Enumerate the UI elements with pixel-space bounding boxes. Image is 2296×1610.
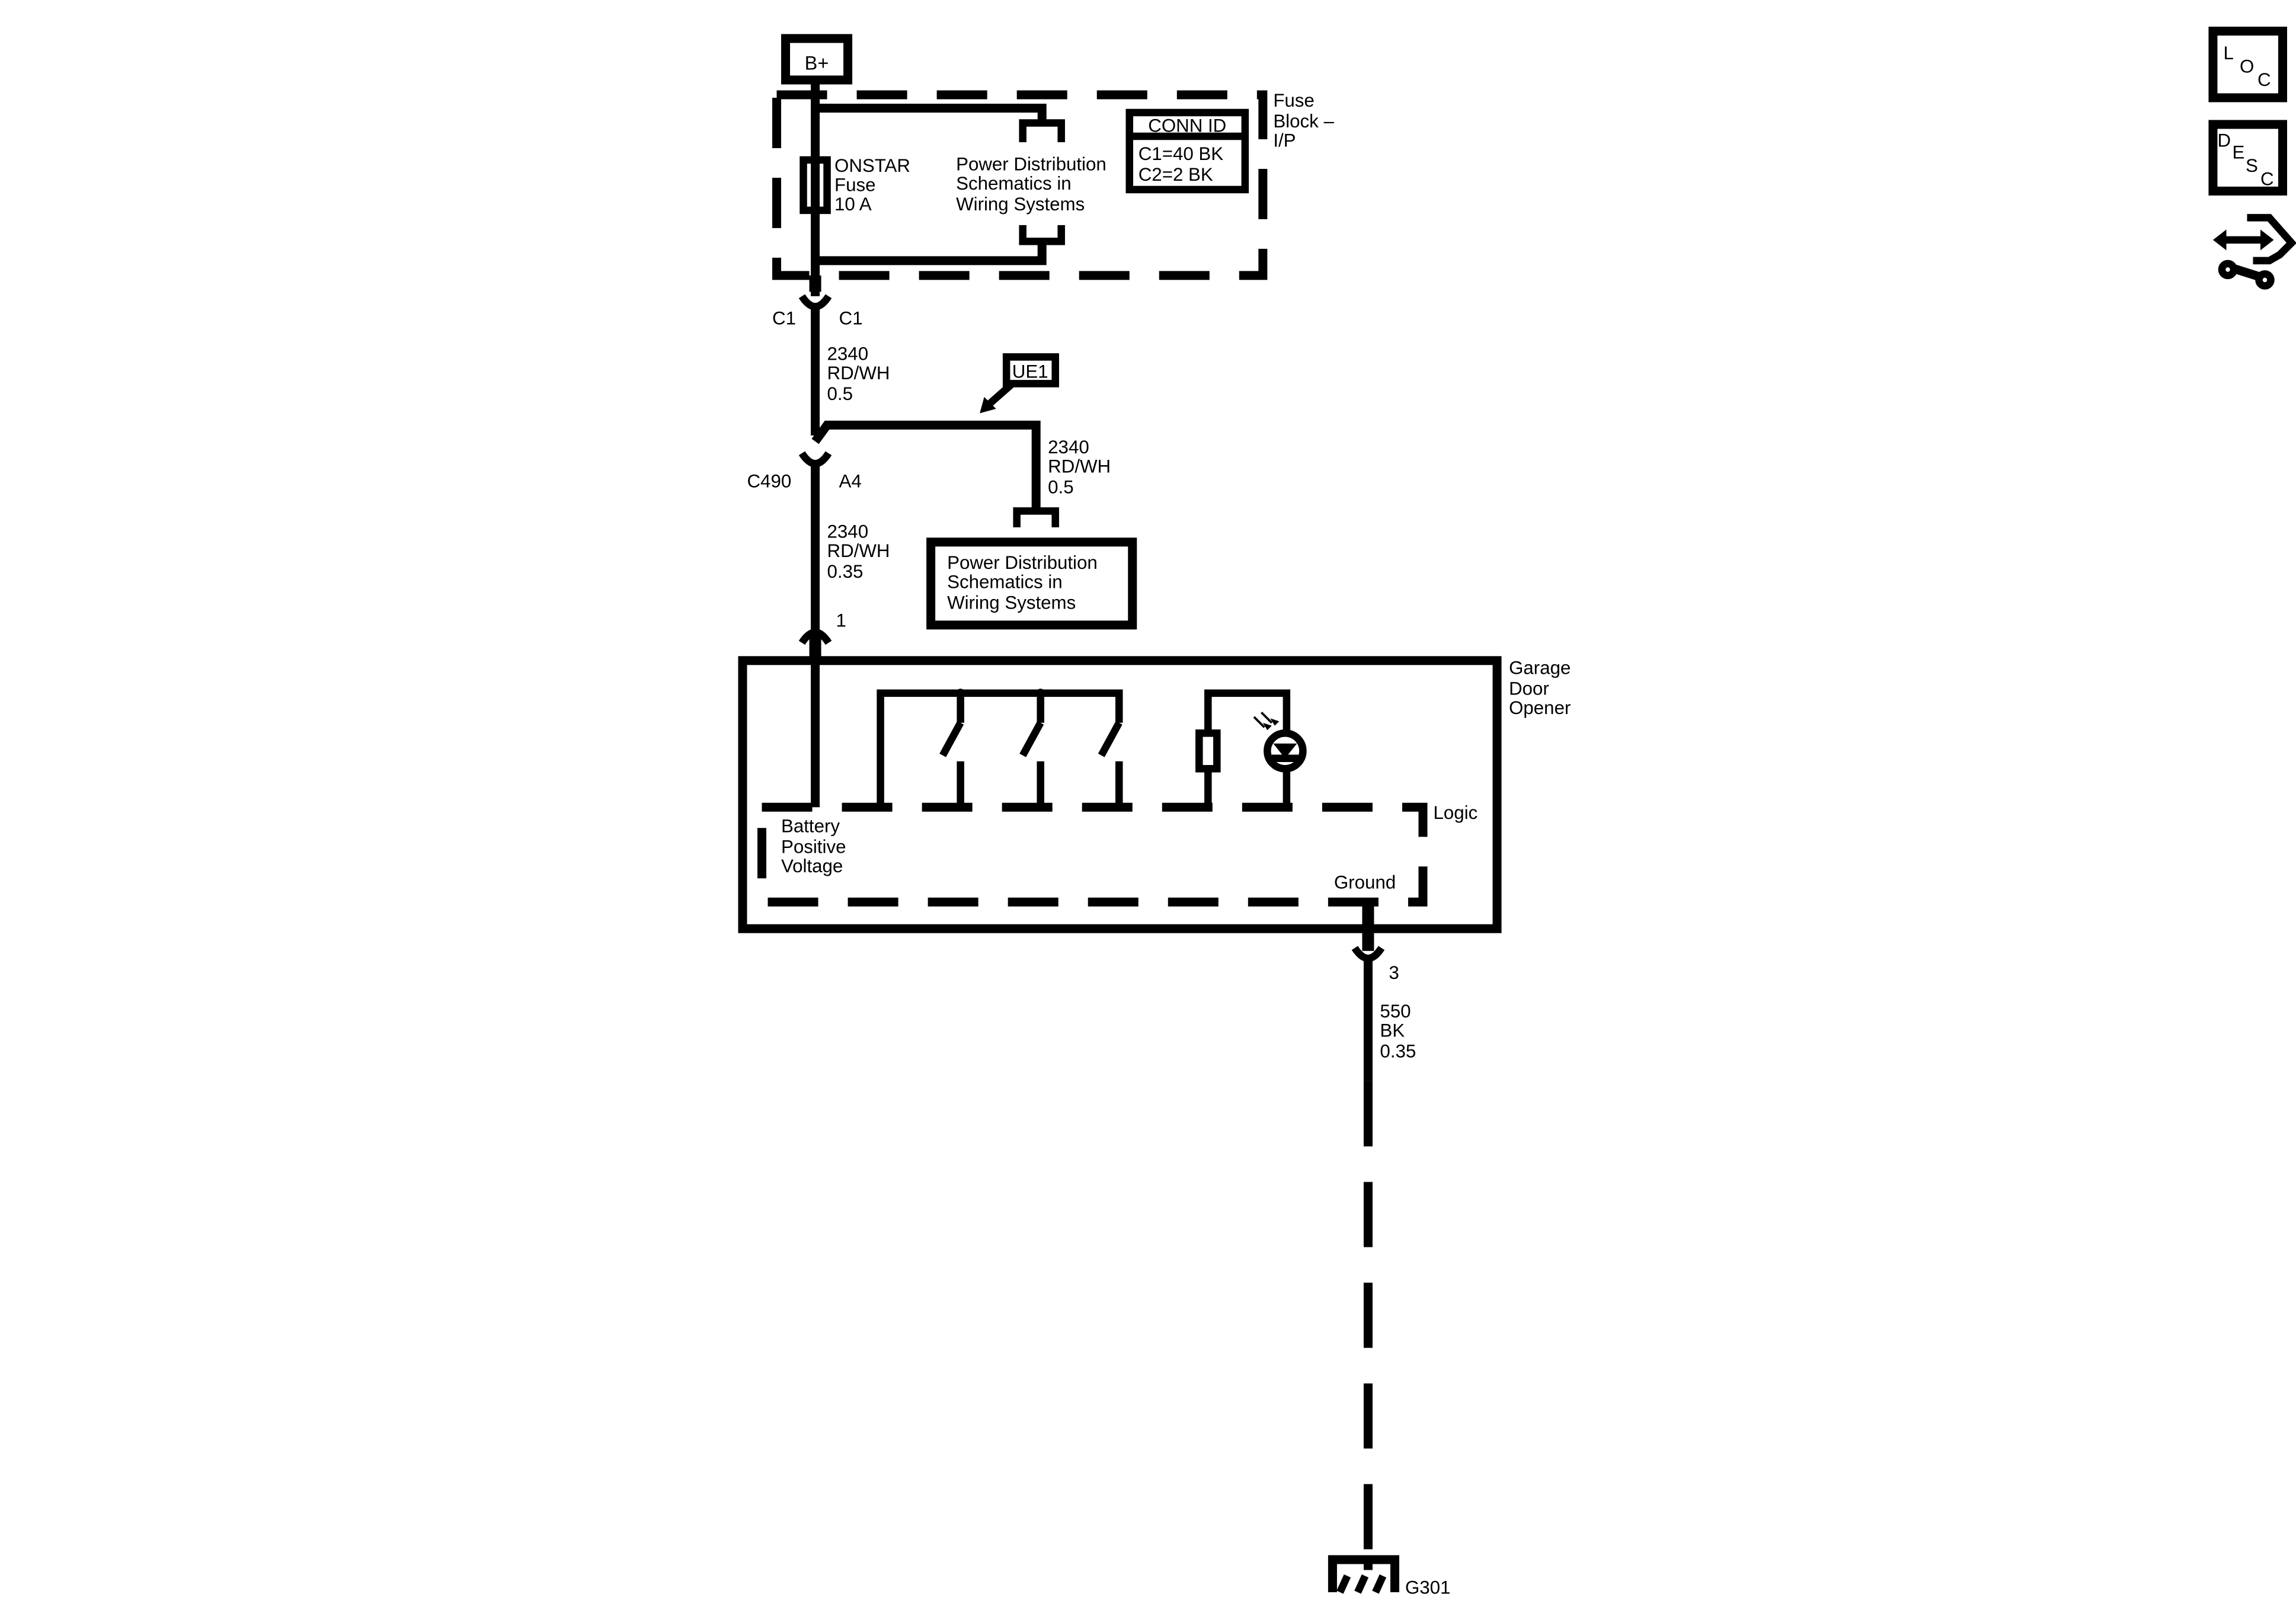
splice-ue1: UE1: [980, 353, 1059, 414]
battery-positive-source: B+: [781, 34, 853, 100]
svg-text:C: C: [2257, 69, 2271, 90]
fuse-block-ip: ONSTAR Fuse 10 A Power Distribution Sche…: [772, 90, 1339, 296]
fuse-block-label: Fuse Block – I/P: [1273, 90, 1339, 151]
power-distribution-ref-label: Power Distribution Schematics in Wiring …: [947, 552, 1102, 613]
connector-c490: C490 A4: [747, 451, 862, 634]
fuse-block-outline: [772, 90, 1268, 280]
description-icon[interactable]: D E S C: [2208, 120, 2287, 196]
switch-2: [1019, 721, 1044, 808]
conn-id-table: CONN ID C1=40 BK C2=2 BK: [1125, 108, 1249, 194]
switch-bank: [877, 689, 1123, 808]
svg-text:E: E: [2232, 142, 2244, 162]
logic-label: Logic: [1433, 802, 1478, 823]
c1-left-label: C1: [772, 308, 796, 328]
switch-3: [1098, 721, 1123, 808]
connector-c1: C1 C1: [772, 275, 863, 436]
onstar-fuse-label: ONSTAR Fuse 10 A: [834, 155, 916, 215]
ue1-label: UE1: [1012, 361, 1048, 382]
svg-text:D: D: [2217, 130, 2231, 151]
pin-1-label: 1: [836, 610, 846, 630]
wire-label-2340-rdwh-05-branch: 2340 RD/WH 0.5: [1048, 437, 1116, 497]
ground-icon: [1328, 1555, 1399, 1593]
location-icon[interactable]: L O C: [2208, 26, 2287, 103]
ground-g301: G301: [1328, 1555, 1450, 1598]
resistor-symbol: [1195, 729, 1221, 773]
g301-label: G301: [1405, 1577, 1450, 1598]
pin-3-label: 3: [1389, 962, 1399, 983]
conn-id-row: C1=40 BK: [1139, 143, 1224, 164]
svg-text:O: O: [2240, 56, 2254, 76]
svg-text:S: S: [2246, 155, 2258, 176]
ground-label: Ground: [1334, 872, 1396, 893]
conn-id-title: CONN ID: [1148, 115, 1226, 136]
svg-text:L: L: [2223, 43, 2233, 63]
power-distribution-reference-box: Power Distribution Schematics in Wiring …: [926, 537, 1137, 630]
garage-door-opener-label: Garage Door Opener: [1509, 657, 1576, 718]
battery-positive-voltage-label: Battery Positive Voltage: [781, 816, 851, 876]
wire-label-2340-rdwh-035: 2340 RD/WH 0.35: [827, 521, 896, 581]
onstar-fuse-symbol: [800, 156, 831, 215]
led-indicator-circuit: [1195, 689, 1307, 808]
wire-label-2340-rdwh-05: 2340 RD/WH 0.5: [827, 343, 896, 404]
wire-label-550-bk-035: 550 BK 0.35: [1380, 1001, 1416, 1061]
switch-1: [939, 721, 964, 808]
connector-end-view-icon[interactable]: [2212, 214, 2296, 290]
b-plus-label: B+: [805, 52, 829, 73]
svg-text:C: C: [2260, 168, 2274, 189]
c1-right-label: C1: [839, 308, 863, 328]
fuse-block-power-distribution-ref: Power Distribution Schematics in Wiring …: [956, 153, 1111, 214]
logic-block-outline: [757, 802, 1428, 907]
c490-pin-label: A4: [839, 470, 862, 491]
splice-branch-wire: [811, 420, 1041, 511]
pointer-arrow-icon: [980, 396, 996, 414]
garage-door-opener-module: Garage Door Opener Logic Battery Positiv…: [738, 656, 1576, 933]
c490-label: C490: [747, 470, 791, 491]
conn-id-row: C2=2 BK: [1139, 164, 1213, 185]
